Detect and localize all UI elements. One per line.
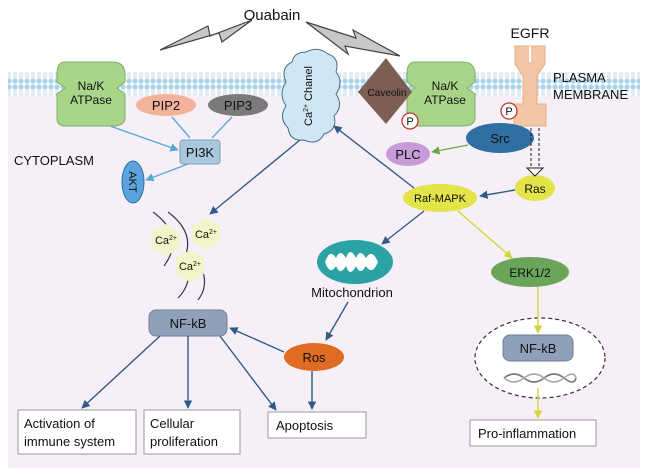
- plc-label: PLC: [395, 147, 420, 162]
- nak-left-label-1: Na/K: [78, 79, 105, 93]
- nak-left-label-2: ATPase: [70, 93, 112, 107]
- arrow-nak-pi3k: [109, 125, 179, 152]
- calcium-ion-label-2: Ca2+: [195, 229, 217, 241]
- pi3k-label: PI3K: [186, 145, 215, 160]
- calcium-ion-1: [152, 224, 180, 256]
- phospho-label-2: P: [505, 106, 512, 118]
- arrow-ros-nfkb: [229, 327, 285, 353]
- outcome-apoptosis-box: [267, 411, 367, 439]
- cytoplasm-label: CYTOPLASM: [14, 153, 94, 168]
- arrow-pi3k-akt: [145, 163, 189, 182]
- caveolin-label: Caveolin: [368, 88, 407, 99]
- calcium-ion-label-3: Ca2+: [179, 261, 201, 273]
- outcome-inflammation-box: [469, 419, 597, 447]
- ras-node: [515, 175, 555, 201]
- src-label: Src: [490, 131, 510, 146]
- calcium-ion-label-1: Ca2+: [155, 235, 177, 247]
- phospho-badge-2: [500, 102, 518, 120]
- outcome-proliferation-label-1: Cellular: [150, 416, 195, 431]
- arrow-channel-calcium: [209, 139, 301, 215]
- arrow-nfkb-apoptosis: [219, 335, 277, 411]
- plc-node: [386, 142, 430, 166]
- arrow-src-plc: [431, 144, 469, 155]
- outcome-immune-box: [17, 409, 137, 455]
- arrow-mito-ros: [325, 301, 349, 341]
- erk-label: ERK1/2: [509, 266, 551, 280]
- egfr-label: EGFR: [511, 25, 550, 41]
- phospho-badge-1: [401, 112, 419, 130]
- nak-right-label-1: Na/K: [432, 79, 459, 93]
- calcium-ion-3: [176, 250, 204, 282]
- ras-label: Ras: [524, 182, 545, 196]
- arrow-raf-erk: [457, 210, 513, 259]
- mitochondrion-cristae: [325, 252, 378, 272]
- nak-atpase-right: [406, 61, 476, 127]
- calcium-channel-label: Ca2+ Chanel: [303, 66, 315, 126]
- raf-mapk-node: [403, 184, 477, 212]
- raf-mapk-label: Raf-MAPK: [414, 193, 467, 205]
- arrow-ras-raf: [479, 189, 516, 199]
- nfkb-right-label: NF-kB: [520, 341, 557, 356]
- plasma-label: PLASMA: [553, 70, 606, 85]
- outcome-apoptosis-label: Apoptosis: [276, 418, 334, 433]
- arrow-egfr-ras-head: [525, 167, 545, 177]
- arrow-pip3-pi3k: [211, 116, 233, 139]
- ros-label: Ros: [302, 350, 326, 365]
- akt-label: AKT: [126, 171, 138, 193]
- pip2-label: PIP2: [152, 98, 180, 113]
- nfkb-right-node: [502, 334, 574, 362]
- arrow-raf-mito: [381, 210, 425, 245]
- pip2-node: [136, 94, 196, 116]
- akt-node: [121, 160, 145, 204]
- lightning-right-icon: [305, 21, 401, 57]
- mitochondrion-label: Mitochondrion: [311, 285, 393, 300]
- calcium-ion-2: [192, 218, 220, 250]
- nak-right-label-2: ATPase: [424, 93, 466, 107]
- outcome-immune-label-2: immune system: [24, 434, 115, 449]
- ouabain-label: Ouabain: [244, 7, 301, 24]
- arrow-nfkb-immune: [81, 335, 161, 409]
- caveolin-shape: [358, 58, 412, 124]
- pip3-node: [208, 94, 268, 116]
- pip3-label: PIP3: [224, 98, 252, 113]
- calcium-channel: [281, 48, 341, 143]
- outcome-proliferation-box: [143, 409, 241, 455]
- src-node: [466, 123, 534, 153]
- erk-node: [491, 257, 569, 287]
- outcome-proliferation-label-2: proliferation: [150, 434, 218, 449]
- outcome-immune-label-1: Activation of: [24, 416, 95, 431]
- membrane-label: MEMBRANE: [553, 87, 628, 102]
- pi3k-node: [179, 139, 221, 165]
- outcome-inflammation-label: Pro-inflammation: [478, 426, 576, 441]
- arrow-pip2-pi3k: [171, 116, 191, 139]
- phospho-label-1: P: [406, 116, 413, 128]
- nfkb-left-label: NF-kB: [170, 316, 207, 331]
- ros-node: [284, 343, 344, 371]
- dna-helix-strand-icon: [503, 373, 577, 383]
- arrow-raf-channel: [333, 125, 415, 189]
- egfr-receptor-icon: [513, 45, 547, 127]
- lightning-left-icon: [159, 19, 253, 51]
